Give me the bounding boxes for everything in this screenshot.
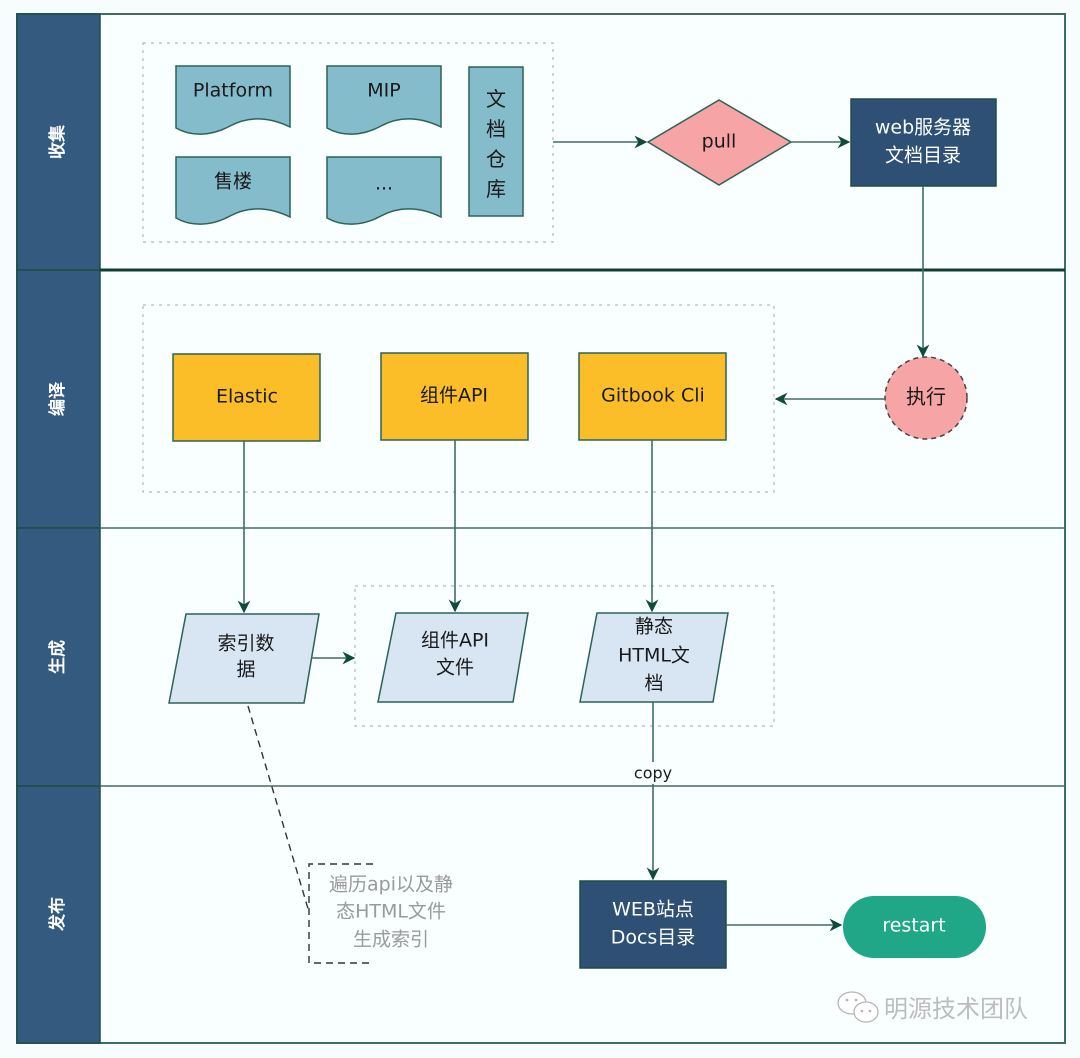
node-api-file-label-1: 组件API	[421, 630, 489, 652]
node-api-file[interactable]: 组件API 文件	[377, 612, 529, 703]
node-website-label-2: Docs目录	[611, 927, 696, 949]
watermark-text: 明源技术团队	[884, 995, 1028, 1023]
document-shape	[326, 65, 442, 135]
node-api-file-label-2: 文件	[436, 657, 474, 679]
node-webserver[interactable]: web服务器 文档目录	[850, 98, 997, 187]
lane-header-compile	[16, 269, 101, 529]
node-static-html-label-2: HTML文	[618, 645, 690, 667]
node-repo[interactable]: 文档仓库	[468, 66, 524, 217]
copy-label-bg	[631, 762, 675, 784]
node-execute-label: 执行	[906, 385, 946, 409]
node-more[interactable]: ...	[326, 156, 442, 225]
annotation-text-2: 态HTML文件	[336, 901, 446, 923]
lane-label-compile: 编译	[47, 381, 68, 416]
lane-generate: 生成	[16, 527, 101, 787]
node-static-html-label-1: 静态	[635, 616, 673, 638]
node-gitbook-label: Gitbook Cli	[601, 385, 705, 407]
node-component-api-label: 组件API	[420, 385, 488, 407]
node-execute[interactable]: 执行	[884, 356, 968, 440]
node-index-data-label-2: 据	[236, 659, 255, 681]
annotation: 遍历api以及静 态HTML文件 生成索引	[247, 705, 453, 964]
edge-copy-label: copy	[634, 764, 672, 783]
document-shape	[175, 156, 291, 225]
repo-label-char: 仓	[486, 147, 506, 171]
website-box	[579, 880, 727, 969]
annotation-bracket	[308, 863, 373, 964]
node-webserver-label-1: web服务器	[875, 117, 971, 139]
node-mip[interactable]: MIP	[326, 65, 442, 135]
node-elastic[interactable]: Elastic	[172, 353, 321, 442]
repo-label-char: 文	[486, 87, 506, 111]
lane-header-collect	[16, 13, 101, 271]
node-shoulou-label: 售楼	[214, 171, 252, 193]
node-pull[interactable]: pull	[646, 99, 793, 186]
repo-label-char: 档	[486, 117, 506, 141]
document-shape	[175, 65, 291, 135]
lane-label-collect: 收集	[47, 124, 68, 159]
wechat-icon	[837, 991, 879, 1023]
elastic-box	[172, 353, 321, 442]
lane-header-publish	[16, 785, 101, 1044]
node-gitbook[interactable]: Gitbook Cli	[578, 352, 727, 441]
node-more-label: ...	[375, 173, 393, 195]
node-component-api[interactable]: 组件API	[380, 352, 529, 441]
node-repo-label: 文档仓库	[486, 87, 506, 201]
parallelogram-shape	[579, 612, 729, 703]
lane-label-publish: 发布	[47, 897, 68, 932]
lane-label-generate: 生成	[47, 640, 68, 674]
repo-label-char: 库	[486, 177, 506, 201]
node-restart-label: restart	[882, 915, 945, 937]
annotation-text-1: 遍历api以及静	[329, 874, 453, 896]
node-index-data-label-1: 索引数	[217, 633, 274, 655]
node-restart[interactable]: restart	[843, 896, 986, 958]
annotation-text-3: 生成索引	[353, 929, 429, 951]
node-static-html[interactable]: 静态 HTML文 档	[579, 612, 729, 703]
node-shoulou[interactable]: 售楼	[175, 156, 291, 225]
node-website-label-1: WEB站点	[612, 899, 694, 921]
repo-box	[468, 66, 524, 217]
lane-publish: 发布	[16, 785, 101, 1044]
node-platform-label: Platform	[193, 80, 273, 102]
node-webserver-label-2: 文档目录	[885, 145, 961, 167]
parallelogram-shape	[377, 612, 529, 703]
node-platform[interactable]: Platform	[175, 65, 291, 135]
node-website[interactable]: WEB站点 Docs目录	[579, 880, 727, 969]
lane-collect: 收集	[16, 13, 101, 271]
node-elastic-label: Elastic	[216, 386, 278, 408]
parallelogram-shape	[168, 613, 320, 704]
node-mip-label: MIP	[367, 80, 400, 102]
lane-compile: 编译	[16, 269, 101, 529]
node-static-html-label-3: 档	[644, 673, 663, 695]
document-shape	[326, 156, 442, 225]
watermark: 明源技术团队	[837, 991, 1028, 1023]
webserver-box	[850, 98, 997, 187]
node-pull-label: pull	[702, 131, 737, 153]
node-index-data[interactable]: 索引数 据	[168, 613, 320, 704]
terminator-shape	[843, 896, 986, 958]
